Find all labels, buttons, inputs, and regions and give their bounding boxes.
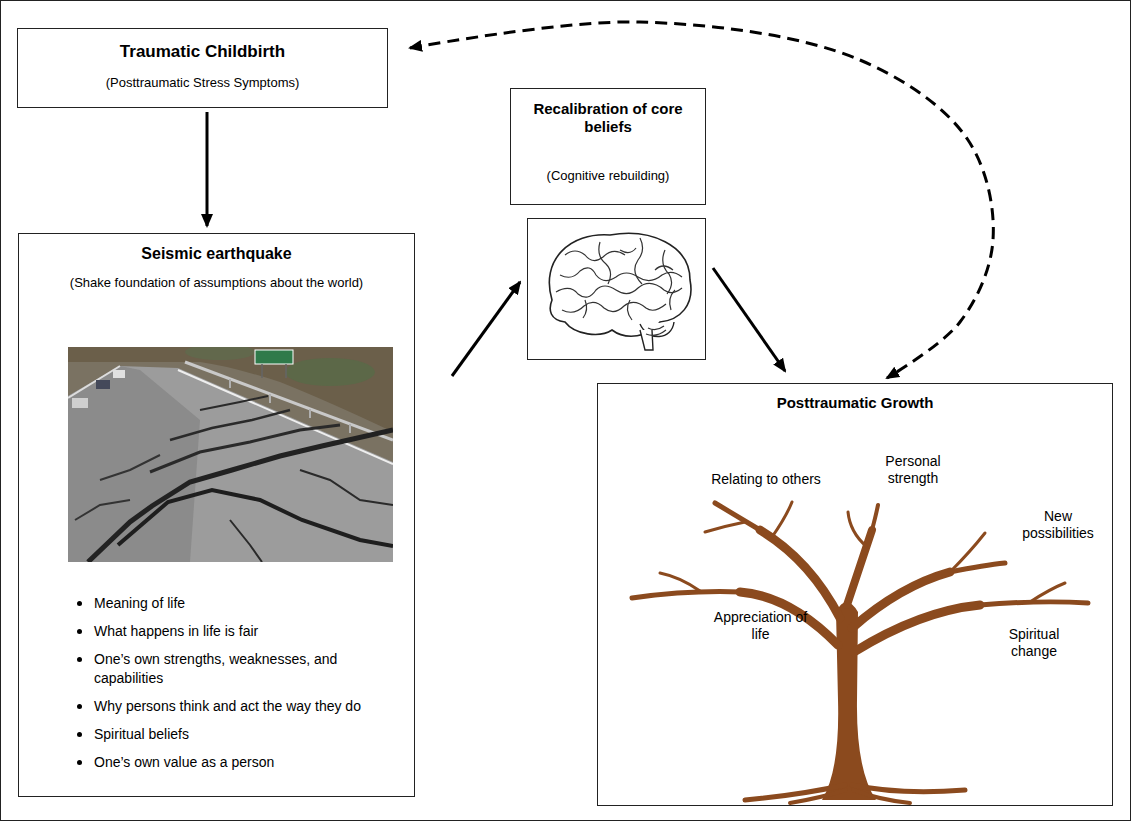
bullet-item: What happens in life is fair bbox=[69, 622, 384, 641]
tree-twig bbox=[772, 502, 792, 537]
brain-stem bbox=[640, 330, 653, 350]
brain-fold bbox=[670, 290, 675, 310]
outcome-box: Posttraumatic GrowthRelating to others Pe… bbox=[597, 383, 1113, 806]
brain-fold bbox=[635, 238, 643, 284]
flow-arrow bbox=[713, 268, 785, 371]
tree-branch bbox=[632, 592, 740, 598]
brain-fold bbox=[562, 302, 666, 312]
branch-label: Spiritual change bbox=[994, 626, 1074, 660]
brain-frame bbox=[528, 219, 706, 360]
tree-roots bbox=[745, 785, 965, 803]
tree-root bbox=[853, 790, 910, 803]
brain-fold bbox=[627, 300, 632, 320]
flow-arrow bbox=[452, 282, 520, 376]
box-heading: Recalibration of core beliefs bbox=[523, 100, 693, 136]
brain-fold bbox=[620, 248, 636, 253]
flow-arrow bbox=[206, 112, 209, 226]
crack bbox=[170, 410, 290, 440]
box-subheading: (Cognitive rebuilding) bbox=[510, 168, 706, 184]
road bbox=[68, 366, 393, 562]
road-line bbox=[68, 366, 120, 398]
feedback-arrow bbox=[410, 22, 993, 378]
tree-twig bbox=[848, 512, 866, 546]
bullet-item: One’s own strengths, weaknesses, and cap… bbox=[69, 650, 384, 688]
process-box: Seismic earthquake (Shake foundation of a… bbox=[18, 233, 415, 797]
tree-branch bbox=[760, 530, 840, 618]
process-box: Recalibration of core beliefs (Cognitive … bbox=[510, 88, 706, 360]
car bbox=[96, 380, 110, 389]
brain-fold bbox=[663, 250, 672, 294]
tree-branch bbox=[980, 602, 1088, 605]
tree-twig bbox=[1030, 583, 1065, 602]
brain-fold bbox=[556, 283, 682, 297]
box-subheading: (Shake foundation of assumptions about t… bbox=[19, 275, 414, 291]
tree-twig bbox=[660, 573, 700, 591]
tree-branch bbox=[854, 605, 980, 652]
event-box: Traumatic Childbirth (Posttraumatic Stres… bbox=[17, 28, 388, 108]
photo-ground bbox=[68, 347, 393, 562]
bullet-item: Spiritual beliefs bbox=[69, 725, 384, 744]
box-heading: Seismic earthquake bbox=[19, 244, 414, 263]
shrubs bbox=[285, 358, 375, 386]
shrubs bbox=[185, 347, 255, 360]
branch-label: Personal strength bbox=[873, 453, 953, 487]
brain-fold bbox=[565, 251, 625, 261]
bullet-item: One’s own value as a person bbox=[69, 753, 384, 772]
car bbox=[113, 370, 125, 378]
box-heading: Traumatic Childbirth bbox=[18, 42, 387, 62]
tree-twig bbox=[950, 533, 985, 572]
branch-label: Relating to others bbox=[691, 471, 841, 488]
tree-branch bbox=[872, 505, 878, 530]
tree-root bbox=[852, 785, 965, 792]
brain-fold bbox=[655, 266, 673, 270]
tree-twig bbox=[705, 522, 745, 532]
bullet-item: Meaning of life bbox=[69, 594, 384, 613]
brain-fold bbox=[599, 242, 611, 284]
crack bbox=[75, 455, 160, 520]
brain-fold bbox=[560, 268, 682, 281]
bullet-item: Why persons think and act the way they d… bbox=[69, 697, 384, 716]
brain-fold bbox=[646, 326, 666, 335]
tree-illustration bbox=[632, 502, 1088, 803]
crack bbox=[88, 430, 393, 562]
sign-posts bbox=[262, 364, 286, 378]
branch-label: Appreciation of life bbox=[713, 609, 808, 643]
road-sign bbox=[255, 350, 293, 364]
tree-branch bbox=[852, 572, 950, 628]
box-subheading: (Posttraumatic Stress Symptoms) bbox=[18, 75, 387, 91]
car bbox=[72, 398, 88, 408]
earthquake-photo bbox=[68, 347, 393, 562]
brain-fold bbox=[583, 300, 587, 318]
brain-folds bbox=[556, 238, 682, 335]
brain-illustration bbox=[528, 219, 706, 360]
crack bbox=[150, 425, 340, 472]
branch-label: New possibilities bbox=[1013, 508, 1103, 542]
crack bbox=[118, 490, 393, 546]
tree-root bbox=[790, 790, 846, 803]
crack bbox=[200, 396, 393, 562]
brain-outline bbox=[549, 233, 691, 336]
box-heading: Posttraumatic Growth bbox=[598, 394, 1112, 412]
